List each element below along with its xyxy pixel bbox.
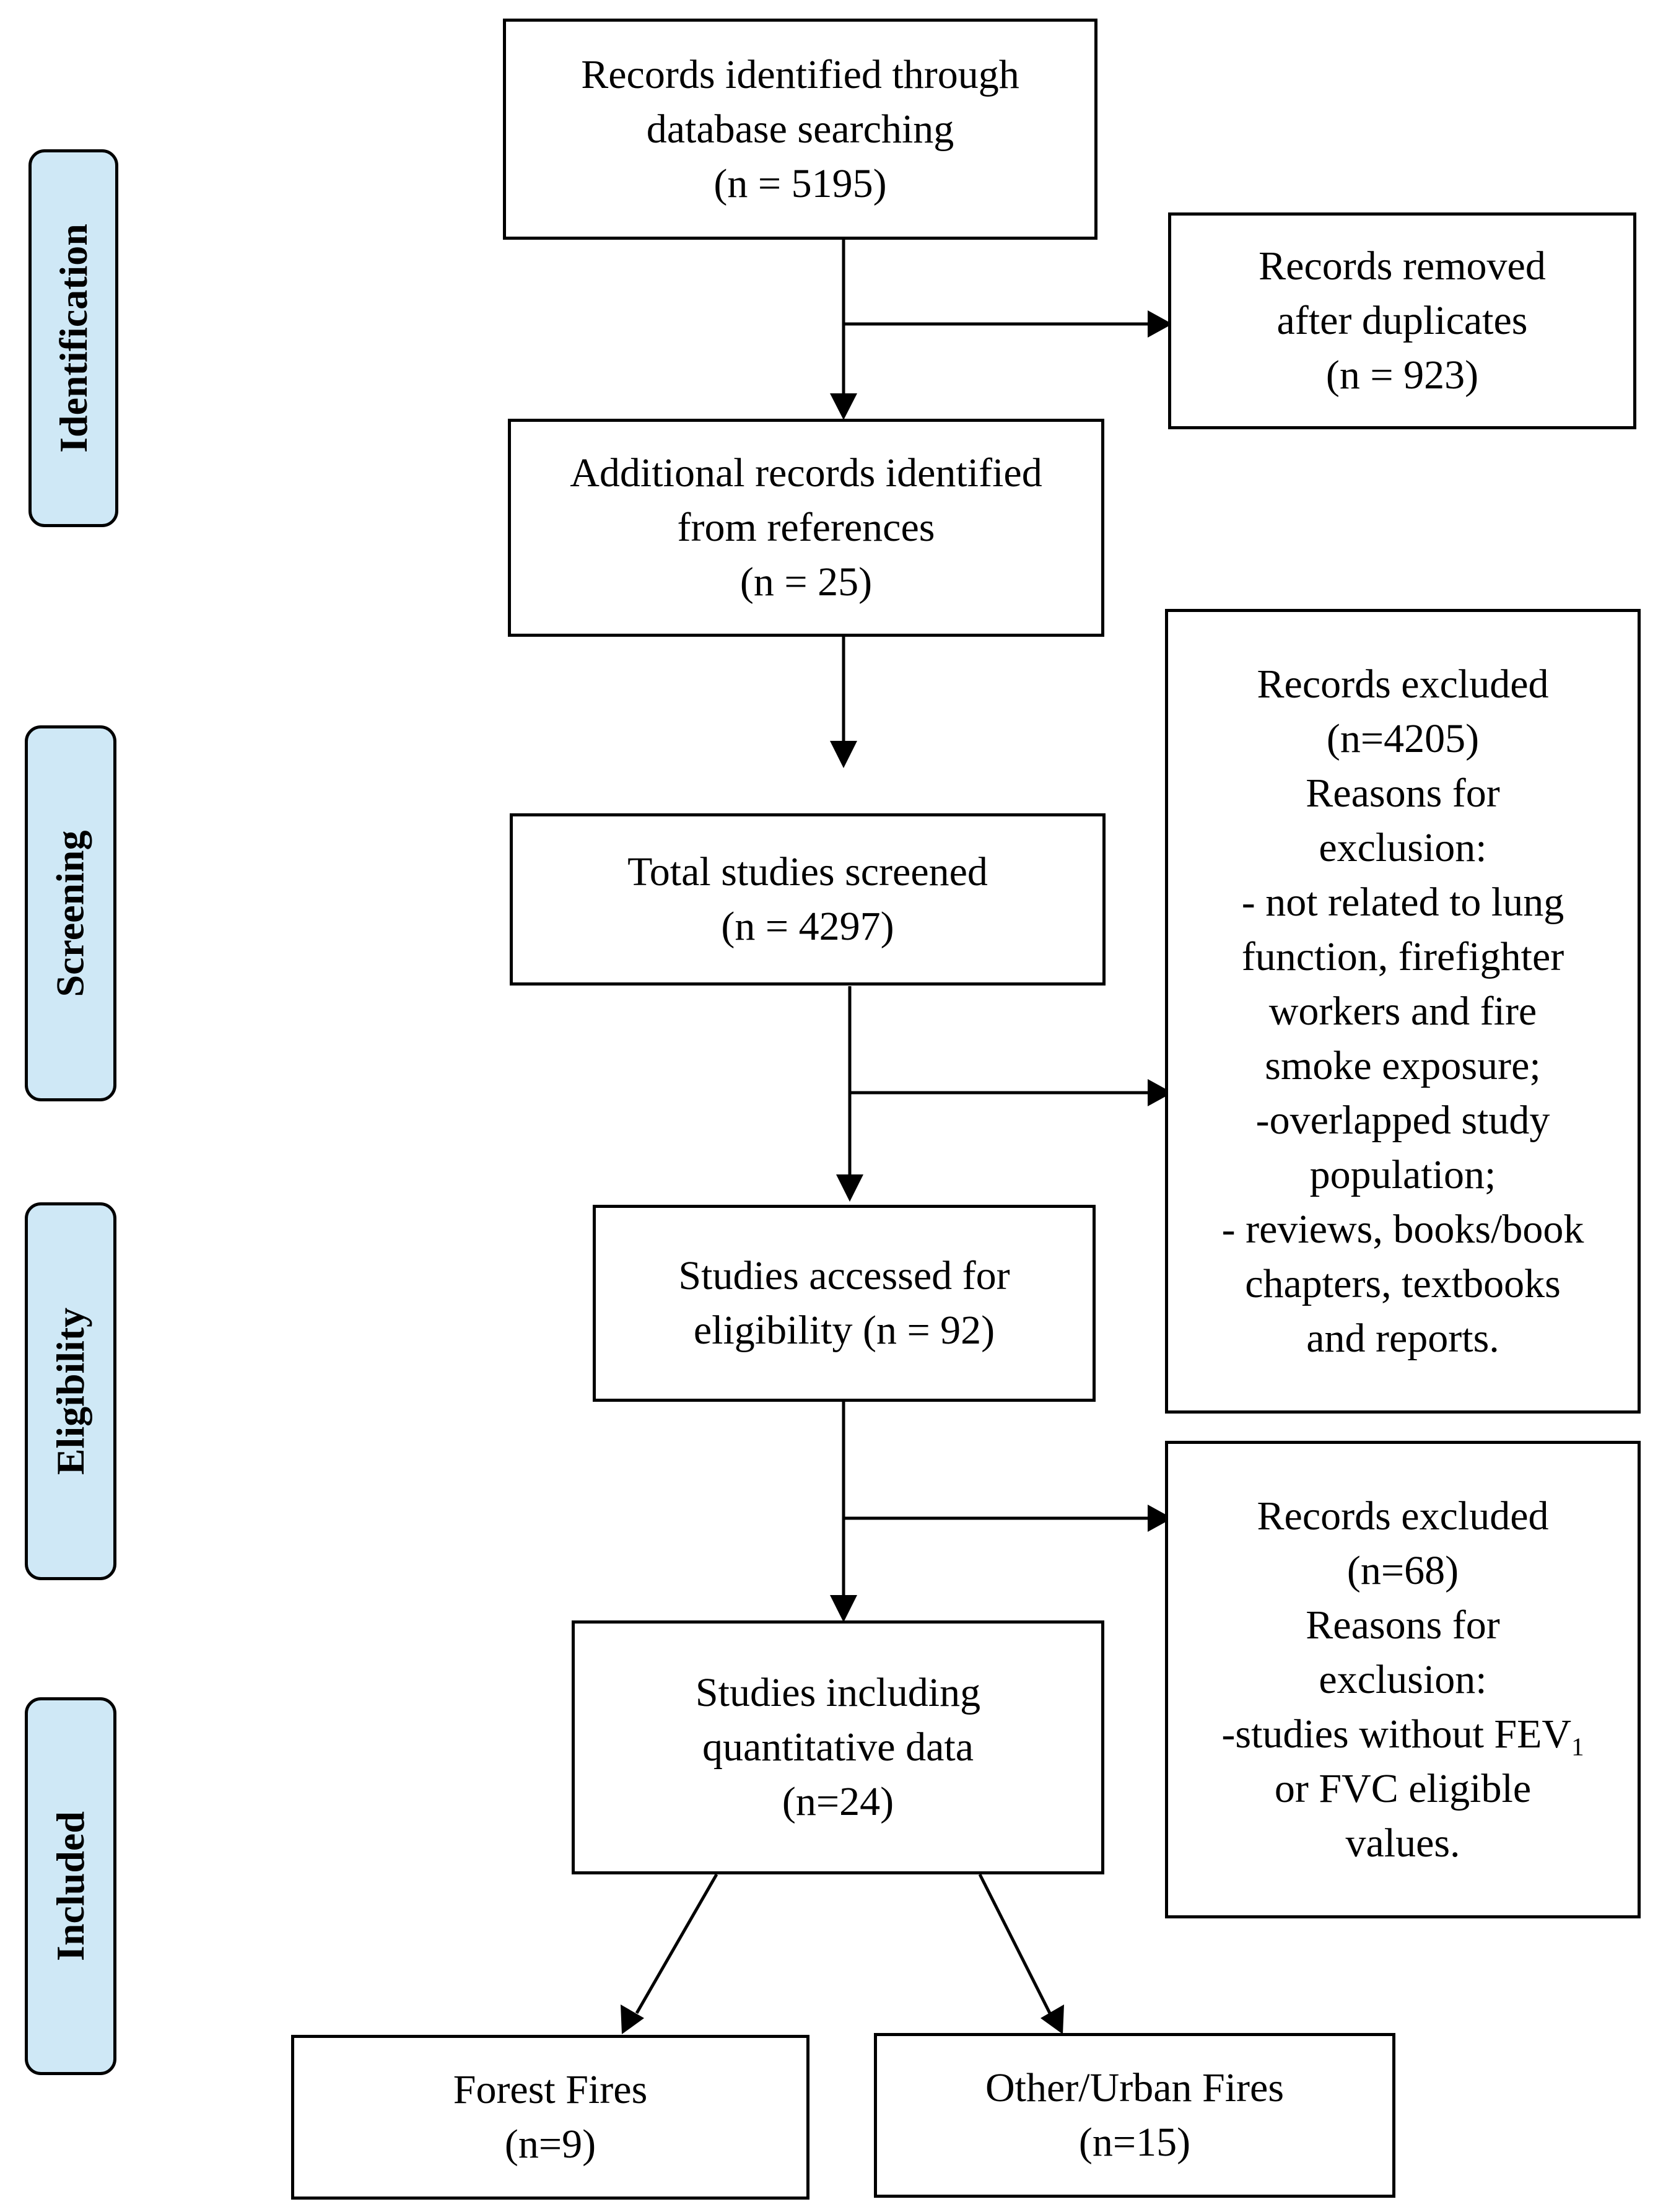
- box-text-line: exclusion:: [1319, 824, 1487, 870]
- box-text-line: Records excluded: [1257, 661, 1549, 707]
- urban-fires-box: Other/Urban Fires (n=15): [874, 2033, 1395, 2198]
- box-text-line: (n = 4297): [721, 904, 894, 949]
- total-screened-box: Total studies screened (n = 4297): [510, 813, 1106, 986]
- arrowhead-down-2: [830, 741, 857, 768]
- box-text-line: function, firefighter: [1241, 933, 1564, 979]
- stage-screening-label: Screening: [48, 829, 92, 997]
- box-text-line: workers and fire: [1268, 988, 1537, 1034]
- box-text-line: smoke exposure;: [1265, 1043, 1541, 1088]
- box-text-line: -overlapped study: [1255, 1097, 1550, 1143]
- stage-eligibility-label: Eligibility: [48, 1307, 92, 1475]
- box-text-line: Studies accessed for: [678, 1253, 1010, 1298]
- box-text-line: (n = 5195): [713, 160, 887, 206]
- stage-screening: Screening: [25, 725, 116, 1101]
- box-text-line: (n=9): [504, 2122, 596, 2167]
- forest-fires-box: Forest Fires (n=9): [291, 2035, 809, 2200]
- box-text-line: exclusion:: [1319, 1656, 1487, 1702]
- box-text-line: Studies including: [695, 1670, 981, 1715]
- excluded-screening-box: Records excluded (n=4205) Reasons for ex…: [1165, 609, 1641, 1414]
- box-text-line: (n = 923): [1325, 352, 1479, 398]
- box-text-line: Reasons for: [1306, 1602, 1500, 1648]
- box-text-line: Records identified through: [581, 51, 1019, 97]
- box-text-line: - not related to lung: [1241, 879, 1564, 925]
- box-text-line: Other/Urban Fires: [985, 2065, 1285, 2110]
- arrowhead-right-3: [1148, 1505, 1172, 1532]
- box-text-line: Reasons for: [1306, 770, 1500, 816]
- box-text-line: population;: [1309, 1152, 1496, 1197]
- box-text-line: values.: [1345, 1820, 1460, 1866]
- box-text-line: (n=15): [1078, 2120, 1191, 2165]
- included-studies-box: Studies including quantitative data (n=2…: [572, 1620, 1104, 1874]
- box-text-line: - reviews, books/book: [1221, 1206, 1584, 1252]
- fev-prefix: -studies without FEV: [1221, 1711, 1572, 1757]
- assessed-eligibility-box: Studies accessed for eligibility (n = 92…: [593, 1205, 1096, 1402]
- stage-identification-label: Identification: [51, 224, 95, 453]
- arrowhead-forest: [621, 2004, 644, 2034]
- box-text-line: chapters, textbooks: [1245, 1261, 1561, 1306]
- records-removed-box: Records removed after duplicates (n = 92…: [1168, 212, 1636, 429]
- records-identified-box: Records identified through database sear…: [503, 19, 1097, 240]
- arrowhead-down-4: [830, 1595, 857, 1622]
- stage-included-label: Included: [48, 1811, 92, 1961]
- box-text-line: (n=4205): [1326, 715, 1480, 761]
- stage-eligibility: Eligibility: [25, 1202, 116, 1580]
- arrow-to-forest-fires: [635, 1873, 718, 2014]
- excluded-eligibility-box: Records excluded (n=68) Reasons for excl…: [1165, 1441, 1641, 1918]
- fev-line: -studies without FEV1: [1221, 1707, 1584, 1762]
- box-text-line: quantitative data: [702, 1725, 974, 1770]
- box-text-line: or FVC eligible: [1274, 1765, 1532, 1811]
- arrowhead-right-2: [1148, 1079, 1172, 1106]
- box-text-line: eligibility (n = 92): [693, 1308, 995, 1353]
- box-text-line: database searching: [646, 106, 954, 152]
- box-text-line: Records removed: [1259, 243, 1546, 289]
- fev-subscript: 1: [1571, 1732, 1584, 1760]
- box-text-line: after duplicates: [1276, 298, 1528, 343]
- arrowhead-right-1: [1148, 310, 1172, 338]
- stage-identification: Identification: [28, 149, 118, 527]
- box-text-line: (n=24): [782, 1779, 894, 1824]
- box-text-line: Additional records identified: [570, 450, 1042, 496]
- stage-included: Included: [25, 1697, 116, 2075]
- box-text-line: (n=68): [1346, 1547, 1459, 1593]
- box-text-line: from references: [677, 505, 935, 550]
- arrow-to-urban-fires: [978, 1873, 1052, 2014]
- box-text-line: (n = 25): [740, 559, 873, 605]
- box-text-line: Forest Fires: [453, 2067, 648, 2112]
- box-text-line: and reports.: [1306, 1315, 1499, 1361]
- box-text-line: Total studies screened: [627, 849, 988, 894]
- arrowhead-urban: [1041, 2004, 1064, 2034]
- arrowhead-down-1: [830, 393, 857, 420]
- box-text-line: Records excluded: [1257, 1493, 1549, 1539]
- additional-records-box: Additional records identified from refer…: [508, 419, 1104, 637]
- arrowhead-down-3: [836, 1174, 863, 1202]
